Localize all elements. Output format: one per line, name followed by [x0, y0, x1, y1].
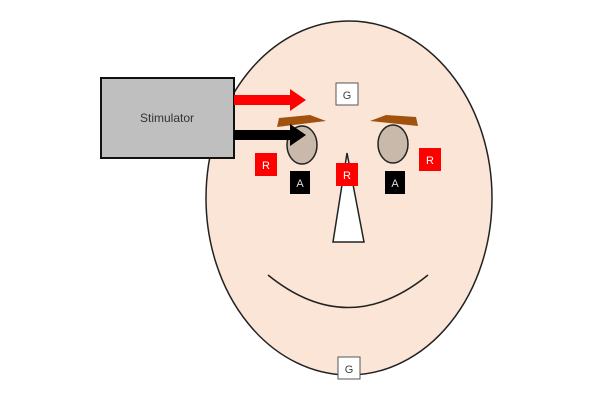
left-eyebrow [277, 115, 326, 127]
reference-electrode-center: R [336, 163, 358, 186]
black-arrow [234, 124, 306, 146]
ground-electrode-top: G [335, 82, 359, 106]
svg-text:G: G [343, 90, 352, 102]
ground-electrode-bottom: G [337, 356, 361, 380]
svg-text:R: R [262, 160, 270, 172]
stimulator-box: Stimulator [100, 77, 235, 159]
reference-electrode-left: R [255, 153, 277, 176]
nose [332, 152, 365, 243]
stimulator-label: Stimulator [140, 111, 194, 125]
svg-text:A: A [296, 178, 304, 190]
active-electrode-left: A [290, 171, 310, 194]
right-eyebrow [370, 115, 418, 126]
right-eye [377, 124, 409, 164]
svg-text:R: R [343, 170, 351, 182]
mouth [267, 274, 429, 309]
svg-text:G: G [345, 364, 354, 376]
svg-text:R: R [426, 155, 434, 167]
red-arrow [234, 89, 306, 111]
reference-electrode-right: R [419, 148, 441, 171]
svg-text:A: A [391, 178, 399, 190]
active-electrode-right: A [385, 171, 405, 194]
